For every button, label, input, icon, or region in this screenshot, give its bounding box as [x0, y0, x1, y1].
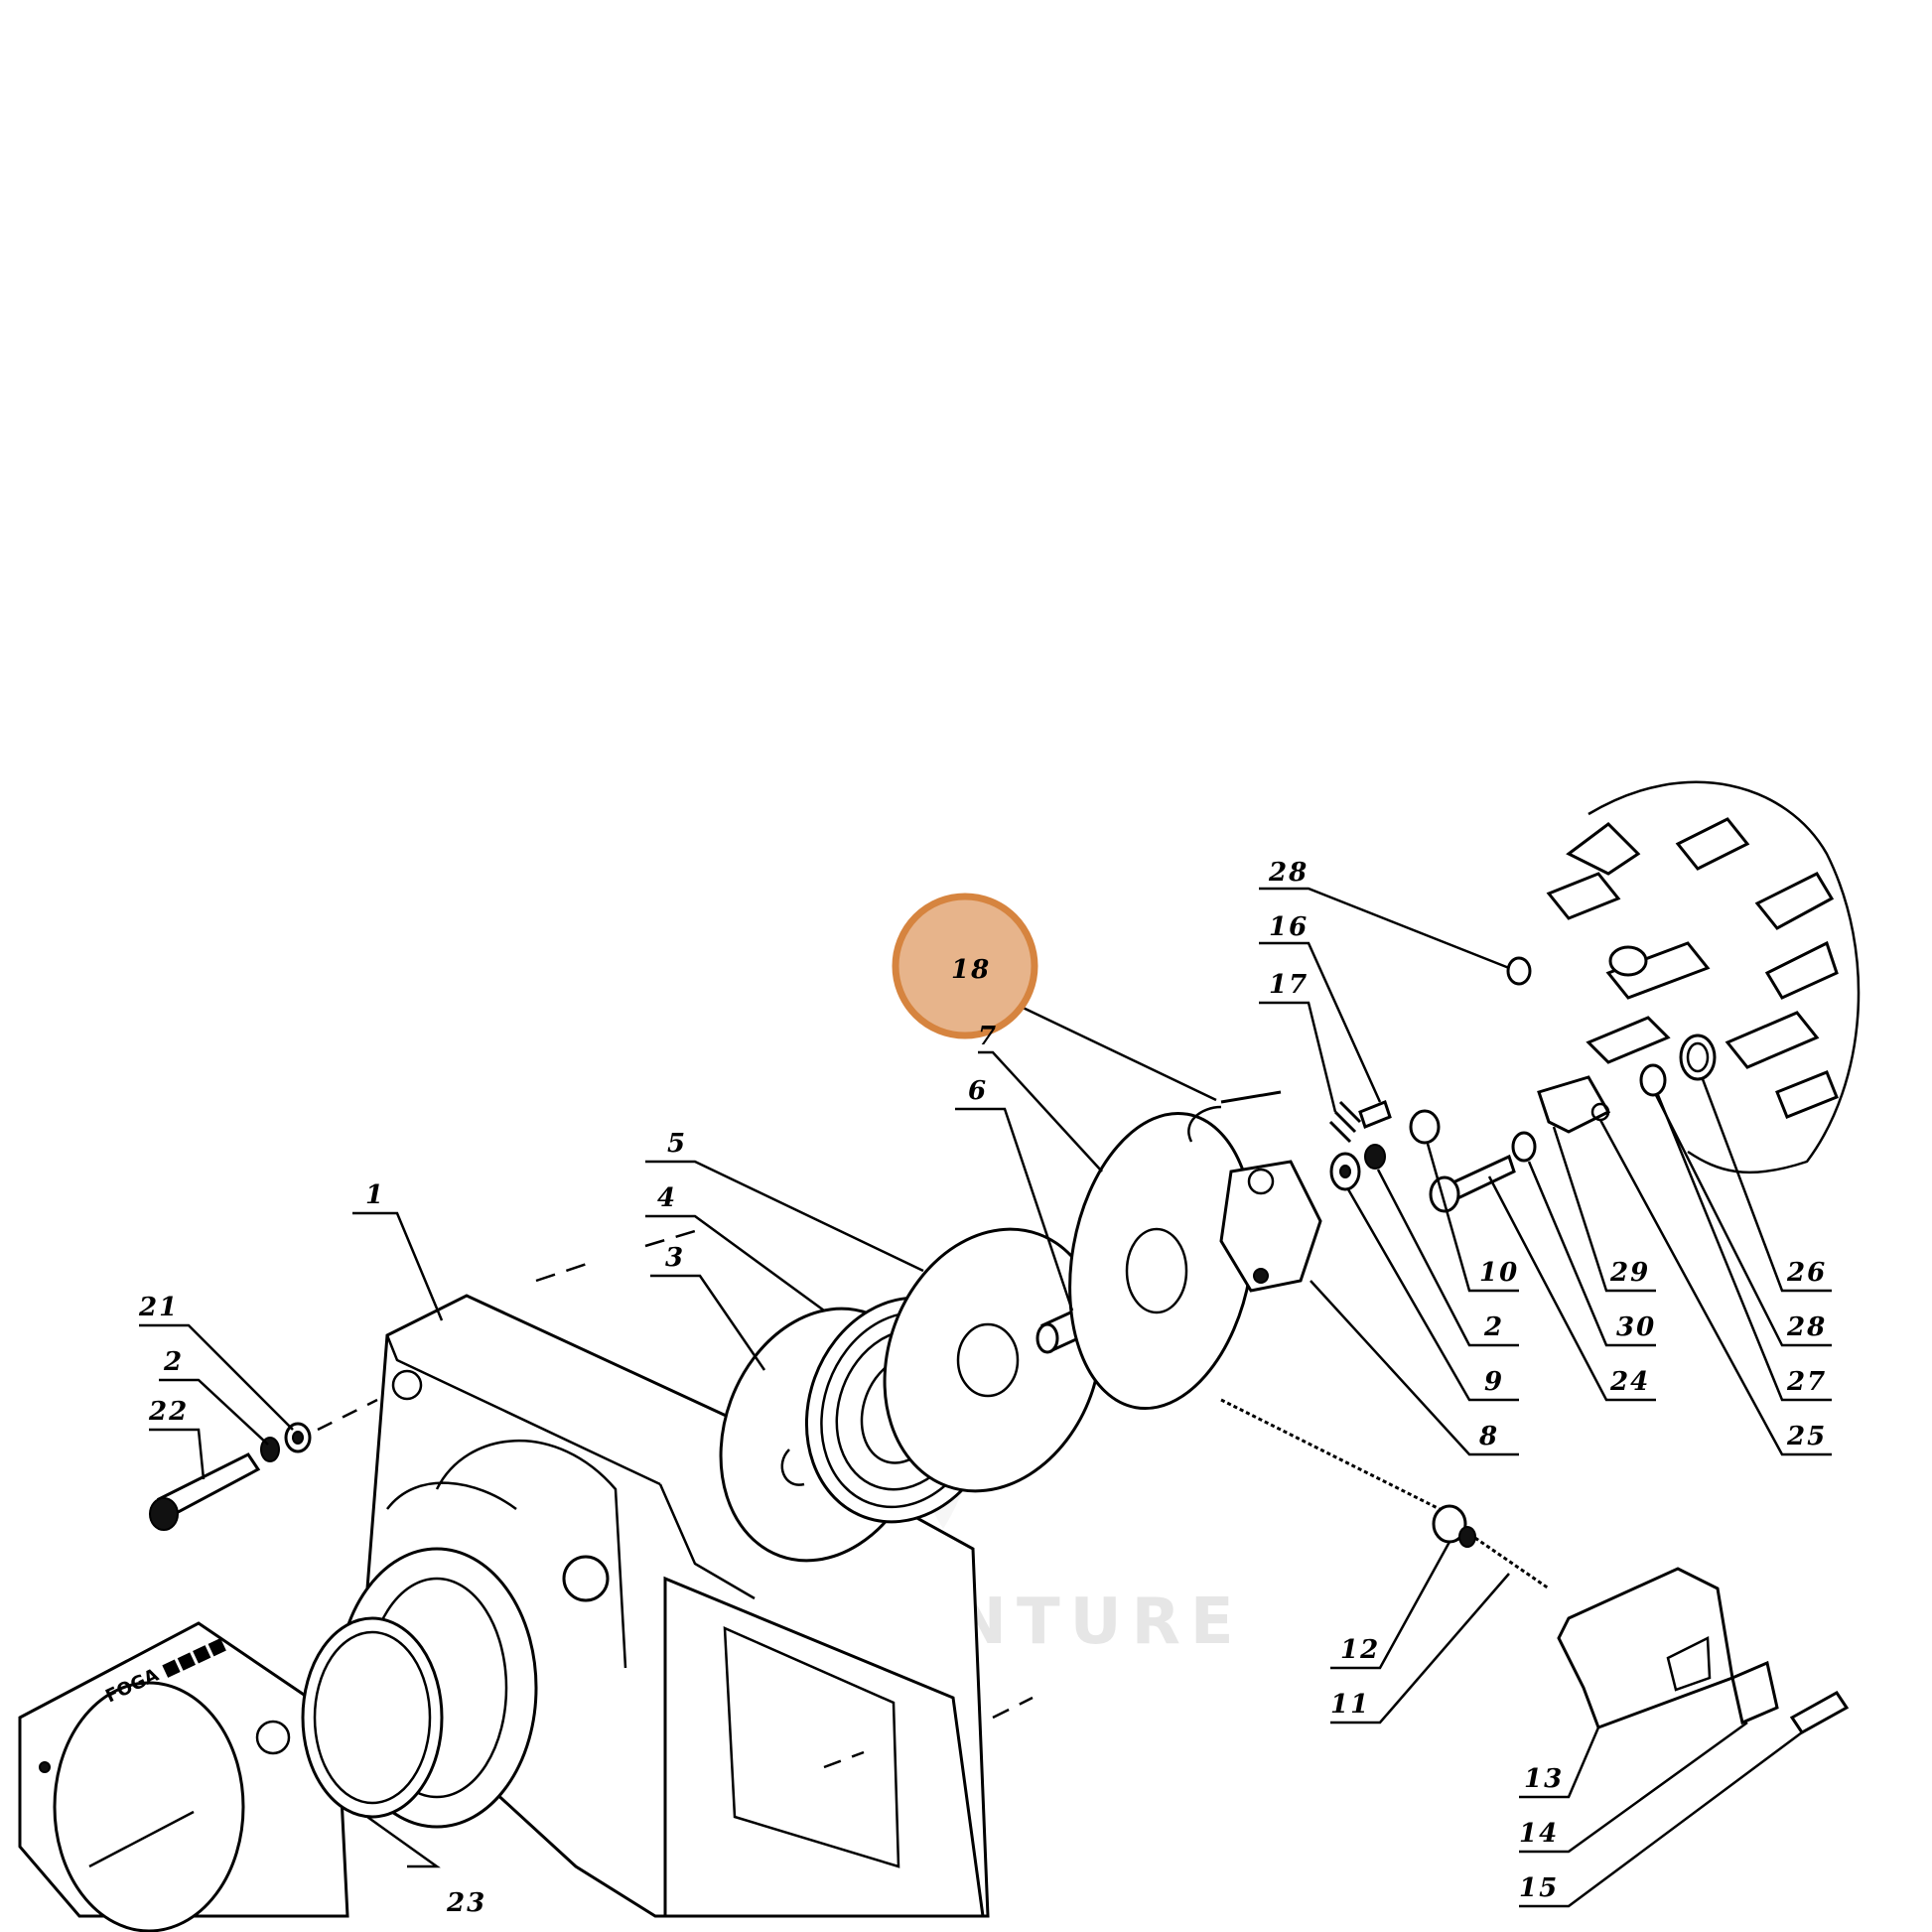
callout-2-right[interactable]: 2	[1483, 1312, 1504, 1342]
callout-23[interactable]: 23	[446, 1888, 486, 1918]
spring-part-17[interactable]	[1328, 1100, 1362, 1144]
bolt-part-24[interactable]	[1429, 1154, 1516, 1213]
washer-part-2b[interactable]	[1364, 1144, 1386, 1170]
washer-part-21[interactable]	[284, 1422, 312, 1453]
pawl-part-25[interactable]	[1537, 1075, 1611, 1134]
washer-part-30[interactable]	[1511, 1131, 1537, 1163]
callout-21[interactable]: 21	[138, 1293, 179, 1322]
callout-28-right[interactable]: 28	[1786, 1312, 1827, 1342]
cable-part-18[interactable]	[1187, 1090, 1282, 1143]
callout-27[interactable]: 27	[1786, 1367, 1827, 1397]
callout-1[interactable]: 1	[365, 1180, 385, 1210]
callout-8[interactable]: 8	[1478, 1422, 1499, 1451]
callout-5[interactable]: 5	[667, 1129, 687, 1159]
handle-part-13[interactable]	[1557, 1567, 1734, 1729]
washer-part-9[interactable]	[1329, 1152, 1361, 1191]
washer-part-27[interactable]	[1639, 1063, 1667, 1097]
callout-25[interactable]: 25	[1786, 1422, 1827, 1451]
callout-7[interactable]: 7	[978, 1022, 998, 1051]
callout-26[interactable]: 26	[1786, 1258, 1827, 1288]
callout-24[interactable]: 24	[1609, 1367, 1650, 1397]
callout-6[interactable]: 6	[968, 1076, 988, 1106]
cap-part-15[interactable]	[1789, 1691, 1850, 1734]
callout-11[interactable]: 11	[1330, 1690, 1370, 1720]
callout-18[interactable]: 18	[951, 955, 991, 985]
seal-part-23[interactable]	[301, 1616, 444, 1819]
callout-12[interactable]: 12	[1340, 1635, 1380, 1665]
grommet-part-12[interactable]	[1432, 1504, 1476, 1548]
rope-part-11[interactable]	[1220, 1398, 1550, 1590]
front-clamp-ring[interactable]: FOGA ■■■■	[18, 1621, 349, 1932]
callout-17[interactable]: 17	[1269, 970, 1309, 1000]
callout-2-left[interactable]: 2	[163, 1347, 184, 1377]
leader-lines	[139, 887, 1832, 1908]
nut-part-28[interactable]	[1506, 956, 1532, 986]
callout-13[interactable]: 13	[1524, 1764, 1564, 1794]
hub-part-8[interactable]	[1219, 1160, 1322, 1293]
screw-part-10[interactable]	[1409, 1109, 1441, 1145]
insert-part-14[interactable]	[1730, 1660, 1779, 1725]
bolt-part-22[interactable]	[149, 1452, 261, 1531]
callout-30[interactable]: 30	[1616, 1312, 1656, 1342]
pin-part-16[interactable]	[1358, 1100, 1392, 1129]
callout-10[interactable]: 10	[1479, 1258, 1519, 1288]
plate-part-5[interactable]	[849, 1198, 1137, 1522]
callout-28-top[interactable]: 28	[1268, 858, 1309, 888]
callout-16[interactable]: 16	[1269, 912, 1309, 942]
callout-3[interactable]: 3	[665, 1243, 685, 1273]
callout-22[interactable]: 22	[148, 1397, 189, 1427]
callout-29[interactable]: 29	[1609, 1258, 1650, 1288]
highlight-marker[interactable]	[892, 893, 1038, 1039]
washer-part-26[interactable]	[1679, 1034, 1717, 1081]
callout-14[interactable]: 14	[1519, 1819, 1559, 1849]
callout-labels: 28 16 17 18 7 6 5 4 3 1 21 2 22 10 2 9 8…	[138, 858, 1827, 1918]
callout-9[interactable]: 9	[1484, 1367, 1504, 1397]
callout-4[interactable]: 4	[657, 1183, 677, 1213]
flywheel	[1546, 780, 1861, 1174]
callout-15[interactable]: 15	[1519, 1873, 1559, 1903]
